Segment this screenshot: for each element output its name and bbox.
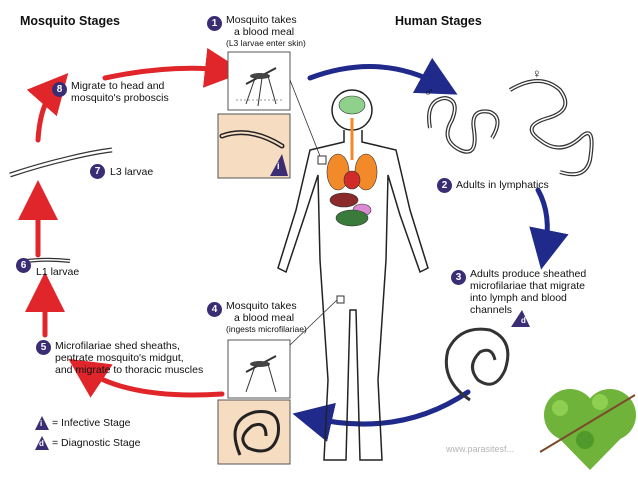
arrow-4-to-5 xyxy=(68,358,225,398)
l3-larva-inset xyxy=(217,113,291,179)
human-stages-header: Human Stages xyxy=(395,14,482,28)
step-3-badge: 3 xyxy=(451,270,466,285)
step-1-note: (L3 larvae enter skin) xyxy=(226,38,306,48)
legend-diagnostic-letter: d xyxy=(39,439,44,448)
legend-diagnostic-label: = Diagnostic Stage xyxy=(52,437,141,449)
step-4-note: (ingests microfilariae) xyxy=(226,324,307,334)
adult-worms-inner xyxy=(428,80,593,175)
inset-infective-letter: i xyxy=(277,161,280,171)
step-1-label: Mosquito takes a blood meal (L3 larvae e… xyxy=(226,14,306,48)
legend-infective-label: = Infective Stage xyxy=(52,417,131,429)
mosquito-stages-header: Mosquito Stages xyxy=(20,14,121,28)
step-2-label: Adults in lymphatics xyxy=(456,179,549,191)
step-6-label: L1 larvae xyxy=(36,266,80,278)
infective-stage-icon xyxy=(35,416,49,430)
step-8-badge: 8 xyxy=(52,82,67,97)
male-symbol: ♂ xyxy=(424,84,434,99)
step-1-line1: Mosquito takes xyxy=(226,14,297,26)
step-7-badge: 7 xyxy=(90,164,105,179)
step-3-line4: channels xyxy=(470,304,513,316)
step-1-badge: 1 xyxy=(207,16,222,31)
sheathed-microfilaria-drawing xyxy=(444,327,510,402)
step-4-label: Mosquito takes a blood meal (ingests mic… xyxy=(226,300,307,334)
step-6-badge: 6 xyxy=(16,258,31,273)
step-7-label: L3 larvae xyxy=(110,166,154,178)
step-5-badge: 5 xyxy=(36,340,51,355)
step-2-badge: 2 xyxy=(437,178,452,193)
mosquito-bite-inset-top xyxy=(227,51,291,111)
step-1-line2: a blood meal xyxy=(234,26,295,38)
diagnostic-stage-icon xyxy=(35,436,49,450)
human-cycle-arrows xyxy=(292,57,569,442)
step-3-label: Adults produce sheathed microfilariae th… xyxy=(470,268,586,316)
mosquito-bite-inset-bottom xyxy=(227,339,291,399)
step-8-line2: mosquito's proboscis xyxy=(71,92,169,104)
l3-larva-drawing xyxy=(9,147,113,178)
arrow-1-to-2 xyxy=(307,57,458,95)
step-5-label: Microfilariae shed sheaths, pentrate mos… xyxy=(55,340,203,376)
arrow-7-to-8 xyxy=(26,72,69,143)
bite-site-marker-top xyxy=(317,155,327,165)
legend: i = Infective Stage d = Diagnostic Stage xyxy=(34,416,204,456)
step-3-line3: into lymph and blood xyxy=(470,292,567,304)
step-4-line1: Mosquito takes xyxy=(226,300,297,312)
diagnostic-stage-marker xyxy=(511,310,530,327)
step-5-line1: Microfilariae shed sheaths, xyxy=(55,340,180,352)
female-symbol: ♀ xyxy=(532,66,542,81)
arrow-3-to-4 xyxy=(292,389,471,442)
step-3-diagnostic-letter: d xyxy=(521,316,526,325)
decorative-leaf-heart xyxy=(539,389,636,470)
step-8-label: Migrate to head and mosquito's proboscis xyxy=(71,80,169,104)
step-5-line3: and migrate to thoracic muscles xyxy=(55,364,204,376)
step-3-line1: Adults produce sheathed xyxy=(470,268,587,280)
arrow-8-to-1 xyxy=(102,47,245,88)
step-5-line2: pentrate mosquito's midgut, xyxy=(55,352,184,364)
adult-worms-drawing xyxy=(427,79,594,177)
organs xyxy=(289,79,378,346)
step-8-line1: Migrate to head and xyxy=(71,80,165,92)
mosquito-cycle-arrows xyxy=(18,47,245,398)
microfilaria-inset xyxy=(217,399,291,465)
watermark: www.parasitesf... xyxy=(446,444,515,454)
arrow-2-to-3 xyxy=(529,187,569,270)
step-4-badge: 4 xyxy=(207,302,222,317)
bite-site-marker-bottom xyxy=(336,295,345,304)
legend-infective-letter: i xyxy=(40,419,43,428)
step-4-line2: a blood meal xyxy=(234,312,295,324)
step-3-line2: microfilariae that migrate xyxy=(470,280,585,292)
